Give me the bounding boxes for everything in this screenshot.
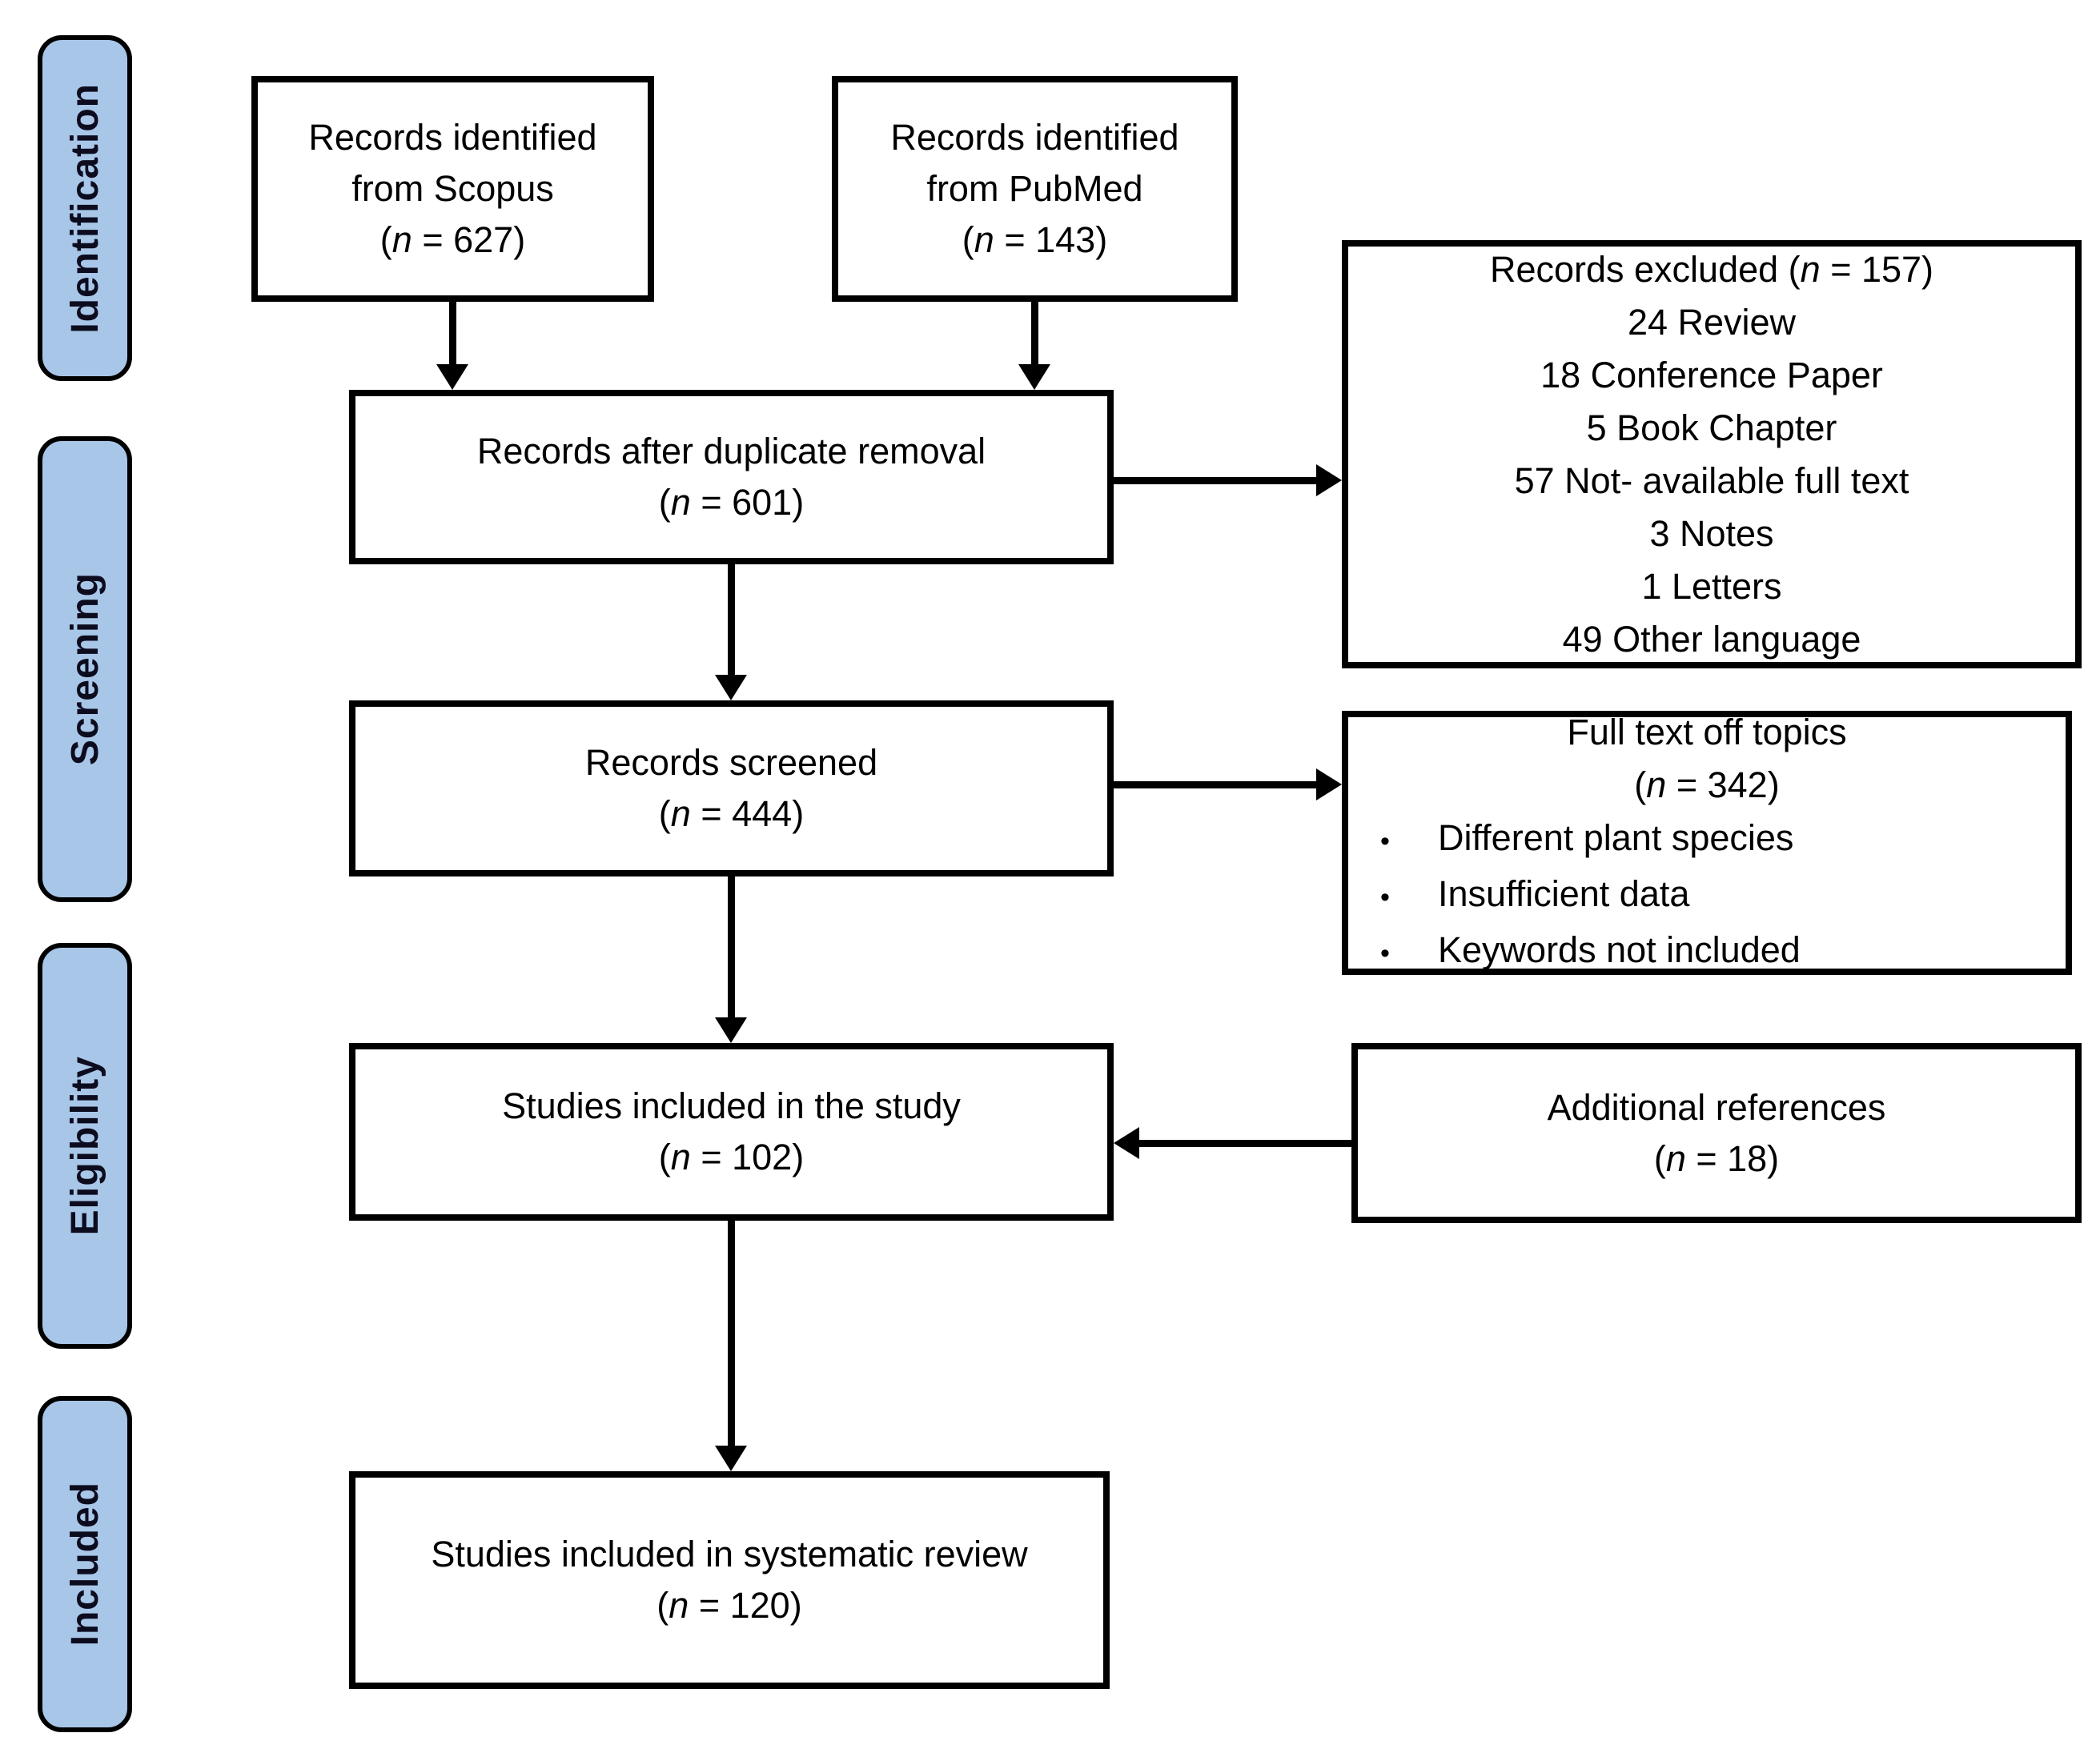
n-value: = 627) (412, 219, 526, 260)
stage-screening-label: Screening (63, 572, 106, 766)
paren-open: ( (658, 1137, 671, 1177)
bullet-icon: • (1380, 938, 1390, 969)
box-text-line: Records screened (584, 742, 878, 783)
box-text-line: Full text off topics (1567, 712, 1847, 752)
arrow-screened-to-fulltext-head (1316, 768, 1342, 800)
excluded-reason: 3 Notes (1649, 512, 1774, 554)
paren-open: ( (962, 219, 974, 260)
box-text-line: Records identified (890, 117, 1179, 158)
n-variable: n (670, 482, 691, 523)
box-records-identified-pubmed: Records identified from PubMed (n = 143) (832, 76, 1238, 302)
n-value: = 18) (1685, 1137, 1780, 1179)
arrow-study-to-sysreview-line (728, 1221, 735, 1447)
n-value: = 143) (994, 219, 1108, 260)
excluded-reason: 18 Conference Paper (1540, 354, 1883, 395)
excluded-reason: 1 Letters (1641, 565, 1782, 607)
paren-open: ( (657, 1585, 669, 1626)
paren-open: ( (658, 793, 671, 834)
stage-identification-label: Identification (63, 82, 106, 334)
n-value: = 102) (690, 1137, 805, 1177)
bullet-item: • Insufficient data (1348, 868, 2066, 924)
stage-eligibility: Eligibility (38, 943, 132, 1349)
box-text-line: Additional references (1547, 1086, 1886, 1128)
box-title-line: Records excluded (n = 157) (1490, 243, 1933, 296)
n-value: = 120) (689, 1585, 802, 1626)
bullet-icon: • (1380, 826, 1390, 856)
excluded-title: Records excluded (1489, 248, 1789, 290)
bullet-text: Different plant species (1438, 817, 1794, 858)
bullet-icon: • (1380, 882, 1390, 913)
excluded-reason: 57 Not- available full text (1514, 459, 1909, 501)
n-variable: n (1800, 248, 1821, 290)
box-full-text-off-topics: Full text off topics (n = 342) • Differen… (1342, 711, 2072, 975)
n-value: = 342) (1666, 764, 1780, 805)
box-records-excluded: Records excluded (n = 157) 24 Review 18 … (1342, 240, 2082, 668)
stage-eligibility-label: Eligibility (63, 1056, 106, 1236)
box-records-after-duplicate-removal: Records after duplicate removal (n = 601… (349, 390, 1114, 564)
excluded-reason: 24 Review (1627, 301, 1797, 343)
stage-identification: Identification (38, 35, 132, 381)
arrow-screened-to-fulltext-line (1114, 781, 1316, 788)
box-records-screened: Records screened (n = 444) (349, 700, 1114, 876)
box-count-line: (n = 444) (659, 788, 804, 840)
arrow-screened-to-study-head (715, 1017, 747, 1043)
paren-open: ( (1788, 248, 1801, 290)
bullet-item: • Keywords not included (1348, 924, 2066, 980)
box-text-line: Records identified (308, 117, 597, 158)
box-records-identified-scopus: Records identified from Scopus (n = 627) (251, 76, 654, 302)
n-value: = 444) (690, 793, 805, 834)
box-count-line: (n = 143) (962, 215, 1107, 266)
box-studies-included-in-study: Studies included in the study (n = 102) (349, 1043, 1114, 1221)
n-value: = 601) (690, 482, 805, 523)
box-count-line: (n = 627) (380, 215, 525, 266)
arrow-additional-to-study-head (1114, 1127, 1139, 1159)
arrow-scopus-to-duplicate-line (449, 302, 456, 366)
paren-open: ( (379, 219, 392, 260)
stage-included: Included (38, 1396, 132, 1732)
box-count-line: (n = 120) (657, 1580, 801, 1631)
arrow-duplicate-to-excluded-line (1114, 477, 1316, 484)
box-additional-references: Additional references (n = 18) (1351, 1043, 2082, 1223)
excluded-reason: 49 Other language (1562, 618, 1861, 660)
box-count-line: (n = 18) (1654, 1133, 1779, 1185)
arrow-pubmed-to-duplicate-head (1018, 364, 1050, 390)
n-variable: n (391, 219, 412, 260)
n-value: = 157) (1820, 248, 1934, 290)
arrow-screened-to-study-line (728, 876, 735, 1019)
excluded-reason: 5 Book Chapter (1586, 407, 1837, 448)
box-text-line: from Scopus (351, 168, 554, 209)
bullet-text: Insufficient data (1438, 873, 1690, 914)
box-text-line: Studies included in systematic review (431, 1534, 1028, 1574)
box-text-line: Studies included in the study (502, 1085, 961, 1126)
arrow-duplicate-to-screened-line (728, 564, 735, 676)
n-variable: n (670, 793, 691, 834)
arrow-duplicate-to-excluded-head (1316, 464, 1342, 496)
bullet-item: • Different plant species (1348, 812, 2066, 868)
box-text-line: Records after duplicate removal (476, 431, 986, 471)
n-variable: n (670, 1137, 691, 1177)
box-count-line: (n = 102) (659, 1132, 804, 1183)
box-text-line: from PubMed (926, 168, 1143, 209)
paren-open: ( (658, 482, 671, 523)
paren-open: ( (1653, 1137, 1666, 1179)
stage-screening: Screening (38, 436, 132, 902)
stage-included-label: Included (63, 1482, 106, 1647)
arrow-scopus-to-duplicate-head (436, 364, 468, 390)
box-count-line: (n = 342) (1348, 759, 2066, 812)
n-variable: n (974, 219, 994, 260)
box-count-line: (n = 601) (659, 477, 804, 528)
arrow-study-to-sysreview-head (715, 1446, 747, 1471)
box-studies-included-systematic-review: Studies included in systematic review (n… (349, 1471, 1110, 1689)
arrow-duplicate-to-screened-head (715, 675, 747, 700)
n-variable: n (1646, 764, 1667, 805)
bullet-text: Keywords not included (1438, 929, 1801, 970)
n-variable: n (669, 1585, 689, 1626)
n-variable: n (1665, 1137, 1686, 1179)
paren-open: ( (1634, 764, 1647, 805)
arrow-pubmed-to-duplicate-line (1031, 302, 1038, 366)
arrow-additional-to-study-line (1139, 1140, 1351, 1147)
